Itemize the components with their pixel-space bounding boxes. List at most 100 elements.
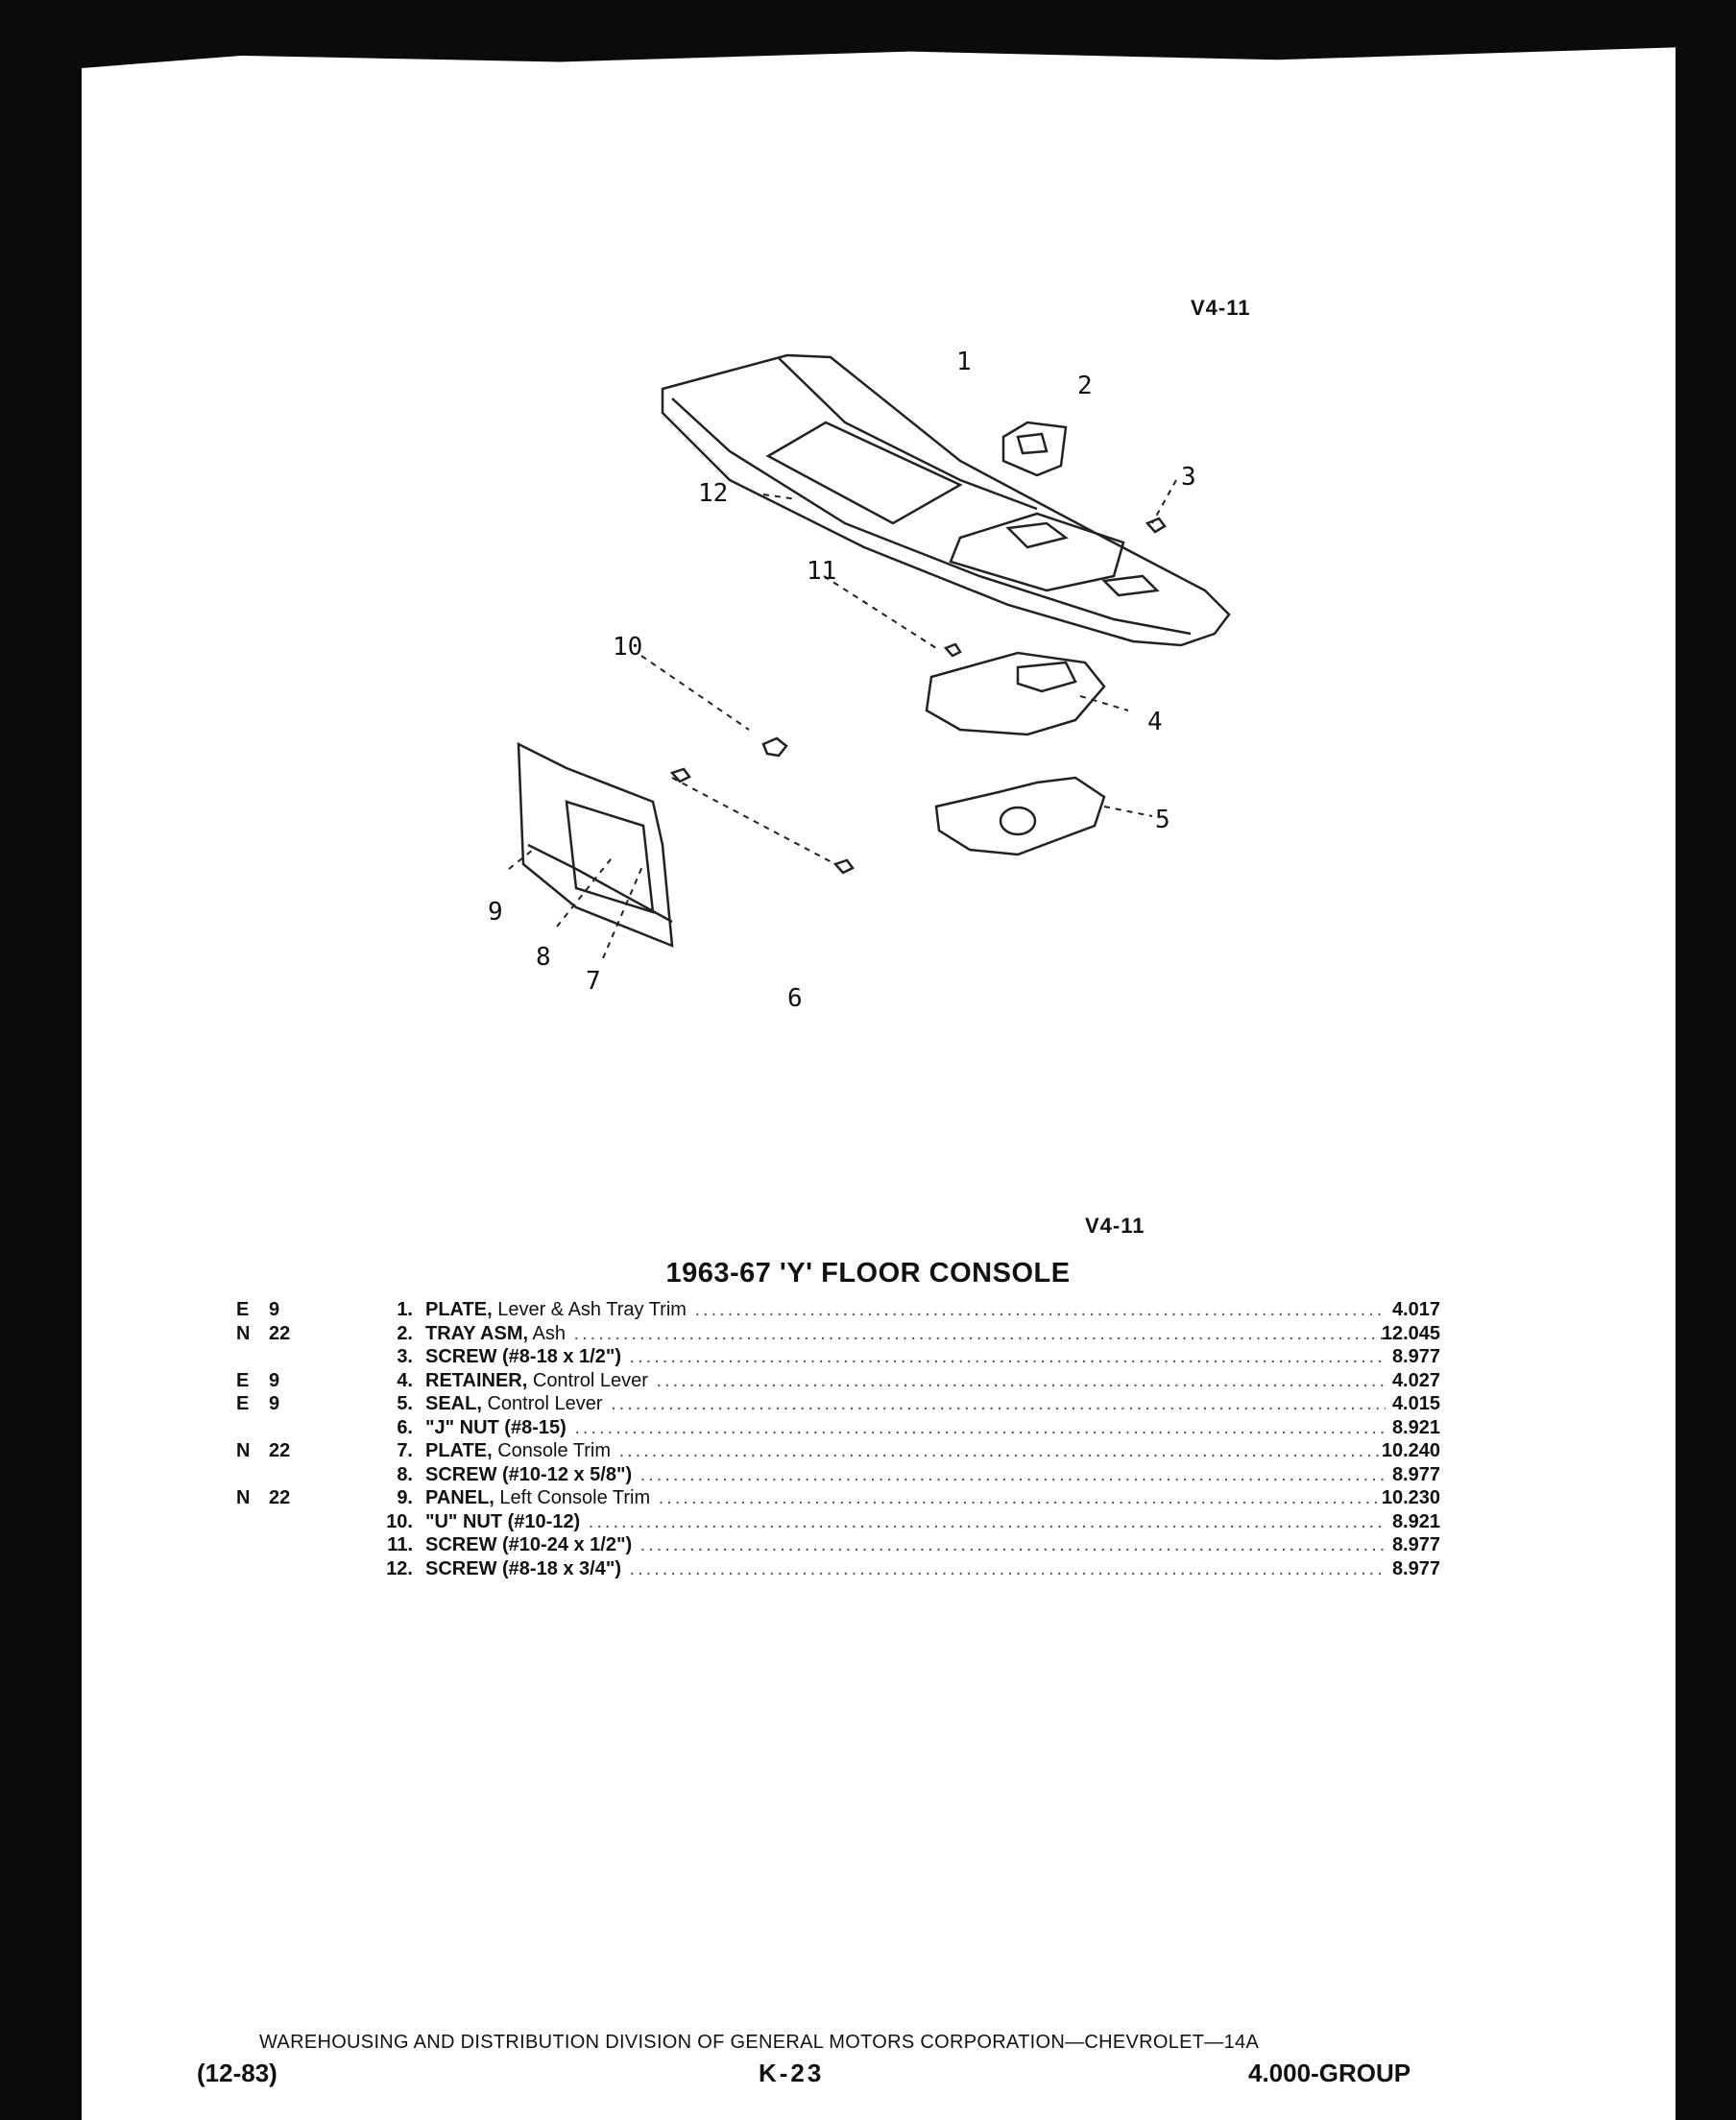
part-name: SCREW (#8-18 x 3/4") bbox=[425, 1557, 621, 1579]
leader-dots: ........................................… bbox=[588, 1510, 1386, 1532]
callout-2: 2 bbox=[1077, 372, 1093, 400]
part-number: 3. bbox=[397, 1346, 413, 1367]
leader-dots: ........................................… bbox=[694, 1299, 1386, 1320]
part-description: SCREW (#10-12 x 5/8") ..................… bbox=[425, 1464, 1386, 1486]
figure-code-top: V4-11 bbox=[1191, 296, 1251, 320]
part-detail: Left Console Trim bbox=[494, 1487, 651, 1508]
leader-dots: ........................................… bbox=[639, 1534, 1386, 1555]
group-number: 10.240 bbox=[1381, 1440, 1440, 1461]
group-number: 4.017 bbox=[1391, 1299, 1440, 1320]
part-description: PLATE, Lever & Ash Tray Trim ...........… bbox=[425, 1299, 1386, 1321]
part-description: SCREW (#8-18 x 3/4") ...................… bbox=[425, 1558, 1386, 1580]
usage-code-letter: E bbox=[236, 1393, 250, 1414]
part-row: 3. SCREW (#8-18 x 1/2") .................… bbox=[230, 1346, 1440, 1370]
figure-code-bottom: V4-11 bbox=[1085, 1214, 1145, 1238]
part-number: 12. bbox=[386, 1557, 413, 1579]
part-detail: Console Trim bbox=[492, 1440, 612, 1461]
callout-9: 9 bbox=[488, 898, 503, 927]
group-number: 4.027 bbox=[1391, 1369, 1440, 1391]
part-name: SEAL, bbox=[425, 1393, 482, 1414]
group-number: 12.045 bbox=[1381, 1322, 1440, 1344]
part-detail: Lever & Ash Tray Trim bbox=[492, 1299, 687, 1320]
leader-dots: ........................................… bbox=[656, 1369, 1386, 1391]
usage-code-letter: N bbox=[236, 1440, 251, 1461]
part-description: SCREW (#8-18 x 1/2") ...................… bbox=[425, 1346, 1386, 1368]
part-number: 10. bbox=[386, 1510, 413, 1532]
part-row: 11. SCREW (#10-24 x 1/2") ...............… bbox=[230, 1534, 1440, 1558]
usage-code-letter: E bbox=[236, 1369, 250, 1391]
usage-code-letter: N bbox=[236, 1322, 251, 1344]
callout-1: 1 bbox=[956, 348, 972, 376]
part-description: PANEL, Left Console Trim ...............… bbox=[425, 1487, 1386, 1509]
part-detail: Control Lever bbox=[527, 1369, 648, 1391]
callout-10: 10 bbox=[613, 633, 642, 662]
leader-dots: ........................................… bbox=[629, 1346, 1386, 1367]
leader-dots: ........................................… bbox=[574, 1416, 1386, 1438]
part-name: SCREW (#10-12 x 5/8") bbox=[425, 1463, 633, 1485]
part-number: 4. bbox=[397, 1369, 413, 1391]
part-name: TRAY ASM, bbox=[425, 1322, 529, 1344]
part-number: 11. bbox=[387, 1534, 413, 1555]
part-description: TRAY ASM, Ash ..........................… bbox=[425, 1323, 1386, 1345]
footer-date: (12-83) bbox=[197, 2059, 277, 2087]
section-title: 1963-67 'Y' FLOOR CONSOLE bbox=[665, 1258, 1071, 1289]
part-description: SCREW (#10-24 x 1/2") ..................… bbox=[425, 1534, 1386, 1556]
part-name: PLATE, bbox=[425, 1299, 493, 1320]
usage-code-number: 9 bbox=[269, 1299, 280, 1320]
part-name: PANEL, bbox=[425, 1487, 494, 1508]
part-row: 8. SCREW (#10-12 x 5/8") ................… bbox=[230, 1464, 1440, 1488]
group-number: 8.921 bbox=[1391, 1510, 1440, 1532]
usage-code-number: 9 bbox=[269, 1369, 280, 1391]
part-name: PLATE, bbox=[425, 1440, 493, 1461]
part-description: PLATE, Console Trim ....................… bbox=[425, 1440, 1386, 1462]
leader-dots: ........................................… bbox=[629, 1557, 1386, 1579]
part-row: N 22 2. TRAY ASM, Ash .....................… bbox=[230, 1323, 1440, 1347]
part-number: 7. bbox=[397, 1440, 413, 1461]
usage-code-number: 22 bbox=[269, 1440, 291, 1461]
callout-3: 3 bbox=[1181, 463, 1196, 492]
part-description: "U" NUT (#10-12) .......................… bbox=[425, 1511, 1386, 1533]
callout-4: 4 bbox=[1147, 708, 1163, 736]
group-number: 8.977 bbox=[1391, 1346, 1440, 1367]
usage-code-number: 22 bbox=[269, 1487, 291, 1508]
part-detail: Control Lever bbox=[481, 1393, 603, 1414]
callout-11: 11 bbox=[807, 557, 836, 586]
part-description: SEAL, Control Lever ....................… bbox=[425, 1393, 1386, 1415]
callout-8: 8 bbox=[536, 943, 551, 972]
part-number: 6. bbox=[397, 1416, 413, 1438]
part-number: 2. bbox=[397, 1322, 413, 1344]
usage-code-number: 22 bbox=[269, 1322, 291, 1344]
part-row: 10. "U" NUT (#10-12) ....................… bbox=[230, 1511, 1440, 1535]
ash-tray bbox=[1001, 421, 1068, 477]
callout-5: 5 bbox=[1155, 806, 1170, 834]
usage-code-number: 9 bbox=[269, 1393, 280, 1414]
part-name: SCREW (#10-24 x 1/2") bbox=[425, 1534, 633, 1555]
group-number: 8.921 bbox=[1391, 1416, 1440, 1438]
part-number: 1. bbox=[397, 1299, 413, 1320]
part-name: "J" NUT (#8-15) bbox=[425, 1416, 567, 1438]
console-plate bbox=[661, 353, 1231, 647]
part-name: "U" NUT (#10-12) bbox=[425, 1510, 581, 1532]
part-name: SCREW (#8-18 x 1/2") bbox=[425, 1346, 621, 1367]
trim-panel bbox=[517, 741, 674, 948]
callout-12: 12 bbox=[698, 479, 728, 508]
part-number: 8. bbox=[397, 1463, 413, 1485]
part-row: N 22 9. PANEL, Left Console Trim ..........… bbox=[230, 1487, 1440, 1511]
leader-dots: ........................................… bbox=[618, 1440, 1386, 1461]
callout-7: 7 bbox=[586, 967, 601, 996]
group-number: 4.015 bbox=[1391, 1393, 1440, 1414]
usage-code-letter: E bbox=[236, 1299, 250, 1320]
leader-dots: ........................................… bbox=[658, 1487, 1386, 1508]
retainer bbox=[925, 651, 1106, 736]
part-description: "J" NUT (#8-15) ........................… bbox=[425, 1417, 1386, 1439]
usage-code-letter: N bbox=[236, 1487, 251, 1508]
group-number: 8.977 bbox=[1391, 1534, 1440, 1555]
part-name: RETAINER, bbox=[425, 1369, 528, 1391]
leader-dots: ........................................… bbox=[611, 1393, 1386, 1414]
part-number: 9. bbox=[397, 1487, 413, 1508]
group-number: 8.977 bbox=[1391, 1463, 1440, 1485]
